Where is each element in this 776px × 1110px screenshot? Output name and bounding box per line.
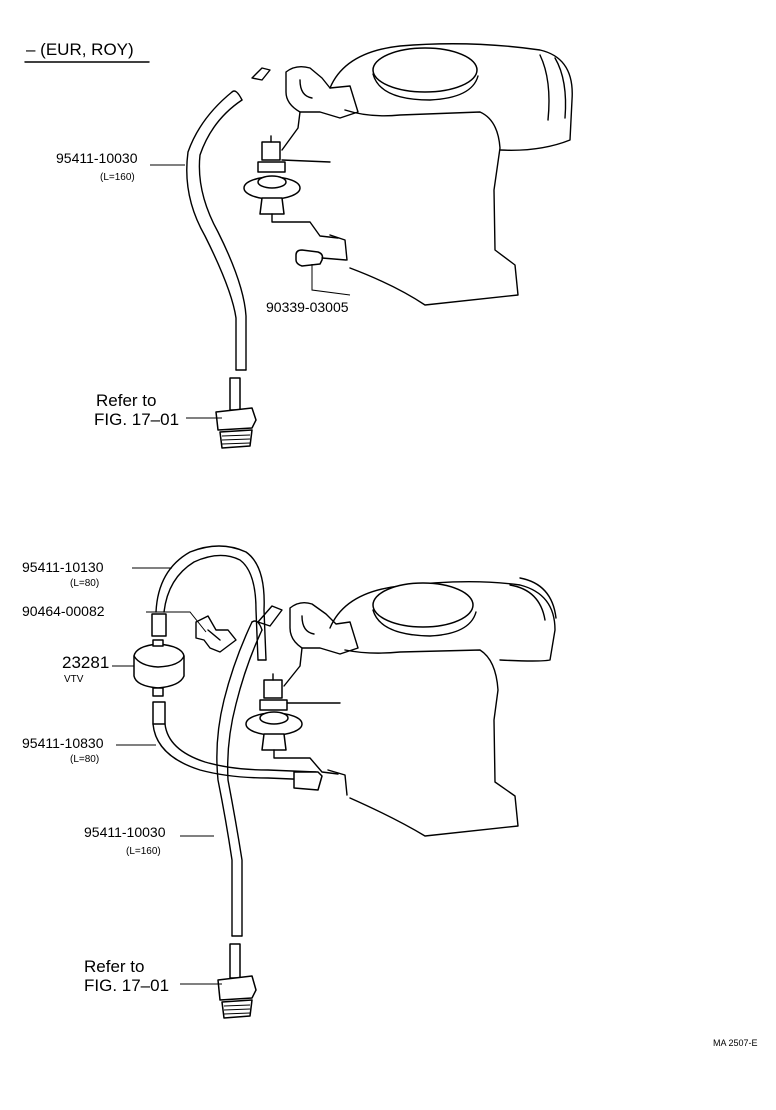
top-hose-length-label: (L=160) xyxy=(100,172,135,183)
bottom-clip xyxy=(195,615,237,653)
bottom-lower-hose xyxy=(152,701,323,791)
top-carburetor xyxy=(243,43,573,306)
figure-code: MA 2507-E xyxy=(713,1038,758,1048)
bottom-upper-hose-part-label: 95411-10130 xyxy=(22,559,104,575)
top-refer-line2: FIG. 17–01 xyxy=(94,410,179,429)
bottom-fitting xyxy=(217,943,257,1019)
top-refer-line1: Refer to xyxy=(96,391,156,410)
bottom-refer-line2: FIG. 17–01 xyxy=(84,976,169,995)
bottom-vtv xyxy=(133,639,185,697)
bottom-main-hose-length-label: (L=160) xyxy=(126,846,161,857)
top-cap-leader xyxy=(311,264,351,296)
top-fitting xyxy=(215,377,257,449)
bottom-upper-hose xyxy=(151,545,283,661)
bottom-refer-line1: Refer to xyxy=(84,957,144,976)
variant-heading: – (EUR, ROY) xyxy=(26,40,134,59)
bottom-clip-part-label: 90464-00082 xyxy=(22,603,105,619)
bottom-main-hose xyxy=(216,620,263,937)
bottom-clip-leader xyxy=(146,611,207,633)
bottom-lower-hose-part-label: 95411-10830 xyxy=(22,735,104,751)
bottom-upper-hose-length-label: (L=80) xyxy=(70,578,99,589)
bottom-main-hose-part-label: 95411-10030 xyxy=(84,824,166,840)
top-hose-part-label: 95411-10030 xyxy=(56,150,138,166)
top-vacuum-hose xyxy=(186,90,247,371)
top-cap-part-label: 90339-03005 xyxy=(266,299,349,315)
bottom-vtv-part-label: 23281 xyxy=(62,653,109,672)
bottom-lower-hose-length-label: (L=80) xyxy=(70,754,99,765)
bottom-vtv-label: VTV xyxy=(64,674,84,685)
bottom-carburetor xyxy=(245,577,557,837)
